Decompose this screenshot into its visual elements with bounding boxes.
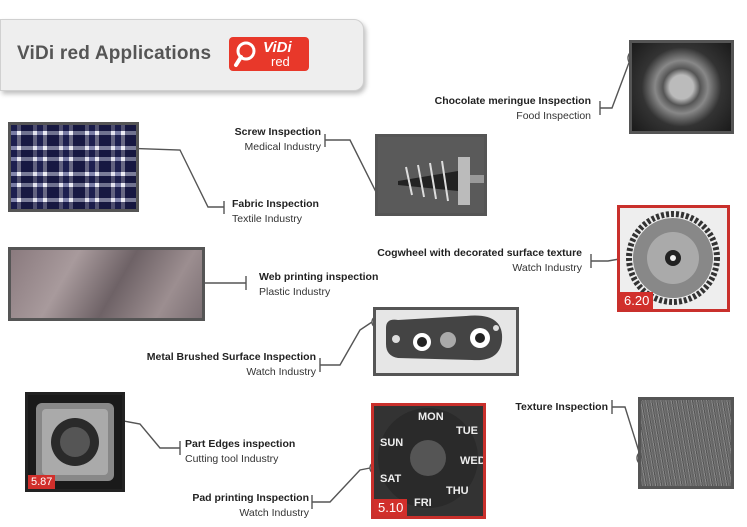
part-thumbnail: 5.87: [25, 392, 125, 492]
part-score: 5.87: [28, 475, 56, 489]
metal-thumbnail: [373, 307, 519, 376]
dial-day-label: SAT: [380, 473, 401, 485]
texture-thumbnail: [638, 397, 734, 489]
magnifier-icon: [234, 41, 256, 67]
screw-thumbnail: [375, 134, 487, 216]
dial-day-label: TUE: [456, 425, 478, 437]
texture-label: Texture Inspection: [515, 401, 608, 413]
cogwheel-thumbnail: 6.20: [617, 205, 730, 312]
dial-day-label: THU: [446, 485, 469, 497]
web-thumbnail: [8, 247, 205, 321]
chocolate-thumbnail: [629, 40, 734, 134]
dial-day-label: WED: [460, 455, 483, 467]
vidi-red-logo: ViDi red: [229, 37, 309, 71]
logo-word-red: red: [271, 54, 290, 69]
dial-day-label: SUN: [380, 437, 403, 449]
pad-printing-score: 5.10: [374, 499, 408, 516]
dial-day-label: MON: [418, 411, 444, 423]
fabric-thumbnail: [8, 122, 139, 212]
logo-word-vidi: ViDi: [263, 39, 292, 56]
cogwheel-score: 6.20: [620, 292, 654, 309]
pad-printing-thumbnail: MON TUE WED THU FRI SAT SUN 5.10: [371, 403, 486, 519]
page-title: ViDi red Applications: [17, 43, 212, 64]
dial-day-label: FRI: [414, 497, 432, 509]
